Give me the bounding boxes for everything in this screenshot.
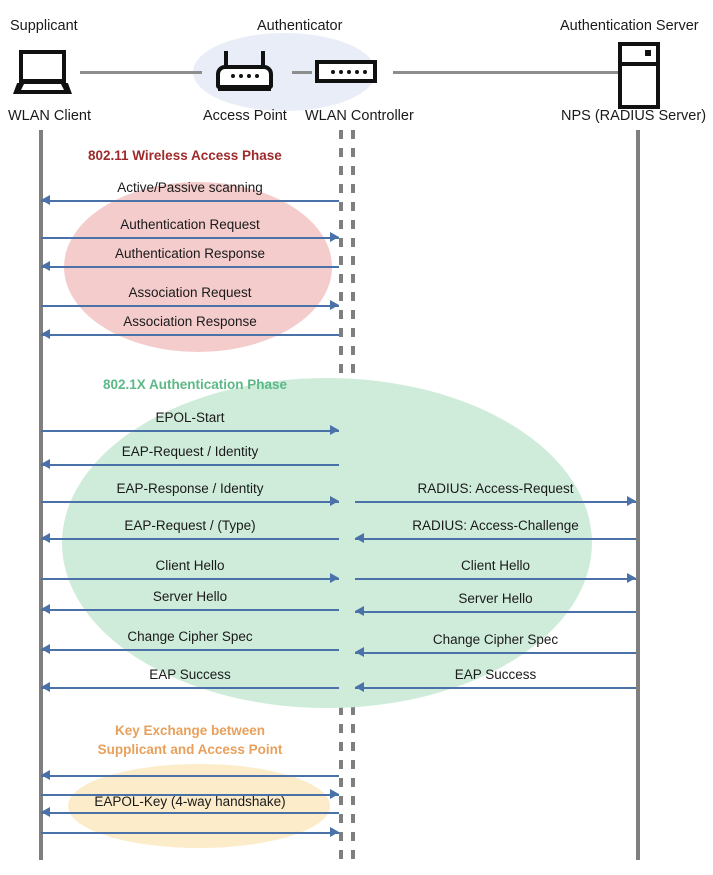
message-label: Authentication Response xyxy=(114,246,266,261)
actor-label-wlan-controller: WLAN Controller xyxy=(305,108,414,124)
message-label: EAP-Request / Identity xyxy=(121,444,259,459)
phase-title-8021x: 802.1X Authentication Phase xyxy=(103,377,288,392)
message-label: EAP-Request / (Type) xyxy=(124,518,256,533)
link-controller-to-server xyxy=(393,71,619,74)
message-label: Client Hello xyxy=(460,558,531,573)
message-label: EAP-Response / Identity xyxy=(116,481,264,496)
link-client-to-ap xyxy=(80,71,202,74)
phase-title-key-exchange: Key Exchange between Supplicant and Acce… xyxy=(90,721,290,759)
message-label: EPOL-Start xyxy=(155,410,225,425)
message-label: Authentication Request xyxy=(120,217,260,232)
phase-blob-8021x xyxy=(62,378,592,708)
message-label: Change Cipher Spec xyxy=(432,632,559,647)
actor-label-access-point: Access Point xyxy=(203,108,287,124)
actor-label-wlan-client: WLAN Client xyxy=(8,108,91,124)
message-label: Change Cipher Spec xyxy=(127,629,253,644)
phase-title-key-exchange-line1: Key Exchange between xyxy=(114,723,266,738)
phase-title-key-exchange-line2: Supplicant and Access Point xyxy=(97,742,283,757)
message-label: EAP Success xyxy=(454,667,537,682)
message-label: Association Request xyxy=(128,285,252,300)
phase-title-80211: 802.11 Wireless Access Phase xyxy=(88,148,282,163)
message-label: Active/Passive scanning xyxy=(117,180,263,195)
lifeline-auth-server xyxy=(636,130,640,860)
message-label: EAPOL-Key (4-way handshake) xyxy=(94,794,286,809)
laptop-icon xyxy=(13,50,72,96)
actor-label-nps-radius-server: NPS (RADIUS Server) xyxy=(561,108,707,124)
actor-role-authenticator: Authenticator xyxy=(257,18,343,34)
actor-role-auth-server: Authentication Server xyxy=(560,18,699,34)
message-label: RADIUS: Access-Request xyxy=(417,481,574,496)
actor-role-supplicant: Supplicant xyxy=(10,18,78,34)
message-label: Association Response xyxy=(123,314,257,329)
server-tower-icon xyxy=(618,42,660,109)
controller-box-icon xyxy=(315,60,377,83)
message-label: RADIUS: Access-Challenge xyxy=(412,518,579,533)
message-label: EAP Success xyxy=(149,667,231,682)
lifeline-supplicant xyxy=(39,130,43,860)
message-label: Client Hello xyxy=(155,558,225,573)
message-label: Server Hello xyxy=(152,589,228,604)
phase-blob-key-exchange xyxy=(68,764,330,848)
message-label: Server Hello xyxy=(458,591,533,606)
wireless-router-icon xyxy=(216,51,273,92)
link-ap-to-controller xyxy=(292,71,312,74)
